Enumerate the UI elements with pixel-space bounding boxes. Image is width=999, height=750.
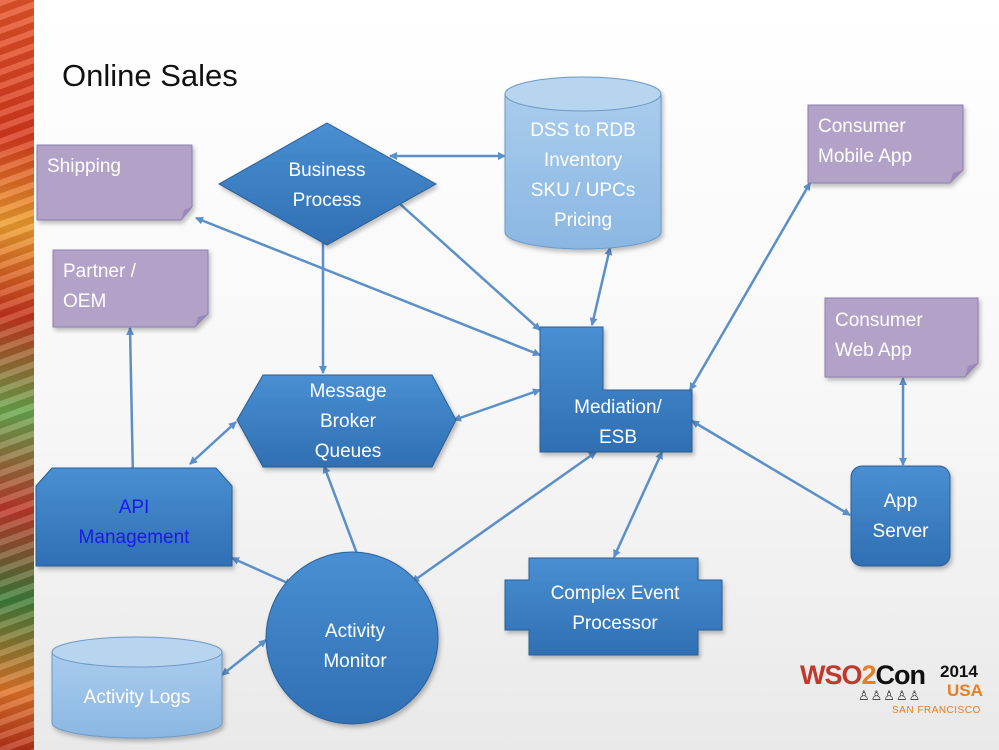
connector-mb-esb [453,388,541,422]
connector-esb-cep [612,451,664,558]
connector-partner-api [126,327,137,479]
connector-logs-am [221,639,267,676]
connector-esb-am [411,450,597,584]
complex-event-processor-label: Complex Event Processor [550,583,680,634]
activity-monitor-label: Activity Monitor [323,621,387,672]
shipping-label: Shipping [47,156,121,177]
logo-year: 2014 [940,662,978,681]
activity-monitor-circle [265,551,439,725]
api-management-label: API Management [78,497,190,548]
message-broker-label: Message Broker Queues [309,381,387,462]
slide-title: Online Sales [62,58,238,93]
logo-wso: WSO [800,660,862,690]
connector-mb-am [322,465,364,568]
dss-database [504,76,662,250]
logo-people-icon: ♙♙♙♙♙ [858,688,922,703]
logo-city: SAN FRANCISCO [892,705,981,716]
partner-oem-label: Partner / OEM [63,261,136,312]
mediation-esb-label: Mediation/ ESB [574,397,662,448]
connector-bp-esb [389,194,541,331]
connector-esb-app [691,419,851,517]
activity-logs-database [51,636,223,739]
connector-mobile-esb [688,182,812,391]
message-broker-hexagon [236,374,457,468]
decorative-stripe [0,0,34,750]
logo-country: USA [947,681,983,700]
connector-mb-api [189,421,237,465]
logo-con: Con [875,660,926,690]
app-server-label: App Server [872,491,929,542]
logo-wordmark: WSO2Con [800,660,926,691]
business-process-label: Business Process [288,160,366,211]
connector-shipping-esb [195,216,541,357]
mediation-esb-shape [539,326,693,453]
business-process-diamond [217,122,438,246]
connector-api-am [231,556,293,587]
consumer-mobile-app-label: Consumer Mobile App [818,116,913,167]
api-management-shape [35,467,233,567]
dss-database-label: DSS to RDB Inventory SKU / UPCs Pricing [530,120,636,231]
app-server-box [850,465,951,567]
cep-shape [504,557,723,656]
activity-logs-label: Activity Logs [83,687,191,708]
connector-dss-esb [589,247,613,326]
wso2con-logo: WSO2Con ♙♙♙♙♙ 2014 USA SAN FRANCISCO [800,660,983,740]
consumer-web-app-label: Consumer Web App [835,310,923,361]
logo-two: 2 [861,660,877,690]
